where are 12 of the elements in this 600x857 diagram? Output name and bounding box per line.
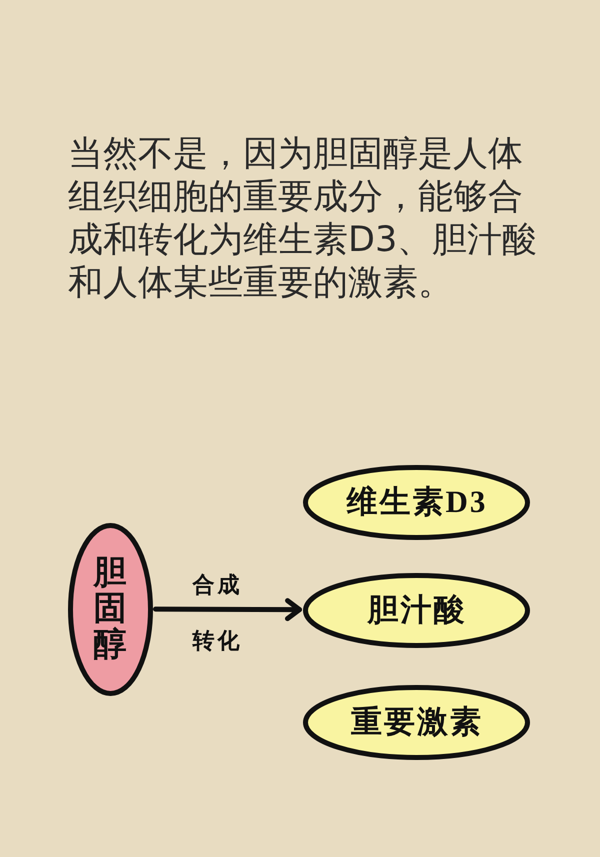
- body-text: 当然不是，因为胆固醇是人体组织细胞的重要成分，能够合成和转化为维生素D3、胆汁酸和人体某些重要的激素。: [68, 133, 538, 305]
- oval-node: [302, 464, 530, 540]
- arrow-label: 转化: [192, 628, 242, 654]
- node-label: 重要激素: [351, 703, 483, 741]
- arrow-label: 合成: [192, 572, 242, 598]
- node-label: 维生素D3: [346, 483, 488, 521]
- node-label: 胆固醇: [94, 554, 126, 664]
- node-label: 胆汁酸: [368, 591, 466, 629]
- arrow: [153, 598, 302, 622]
- oval-node: [302, 572, 530, 648]
- oval-node: [68, 522, 152, 696]
- oval-node: [302, 684, 530, 760]
